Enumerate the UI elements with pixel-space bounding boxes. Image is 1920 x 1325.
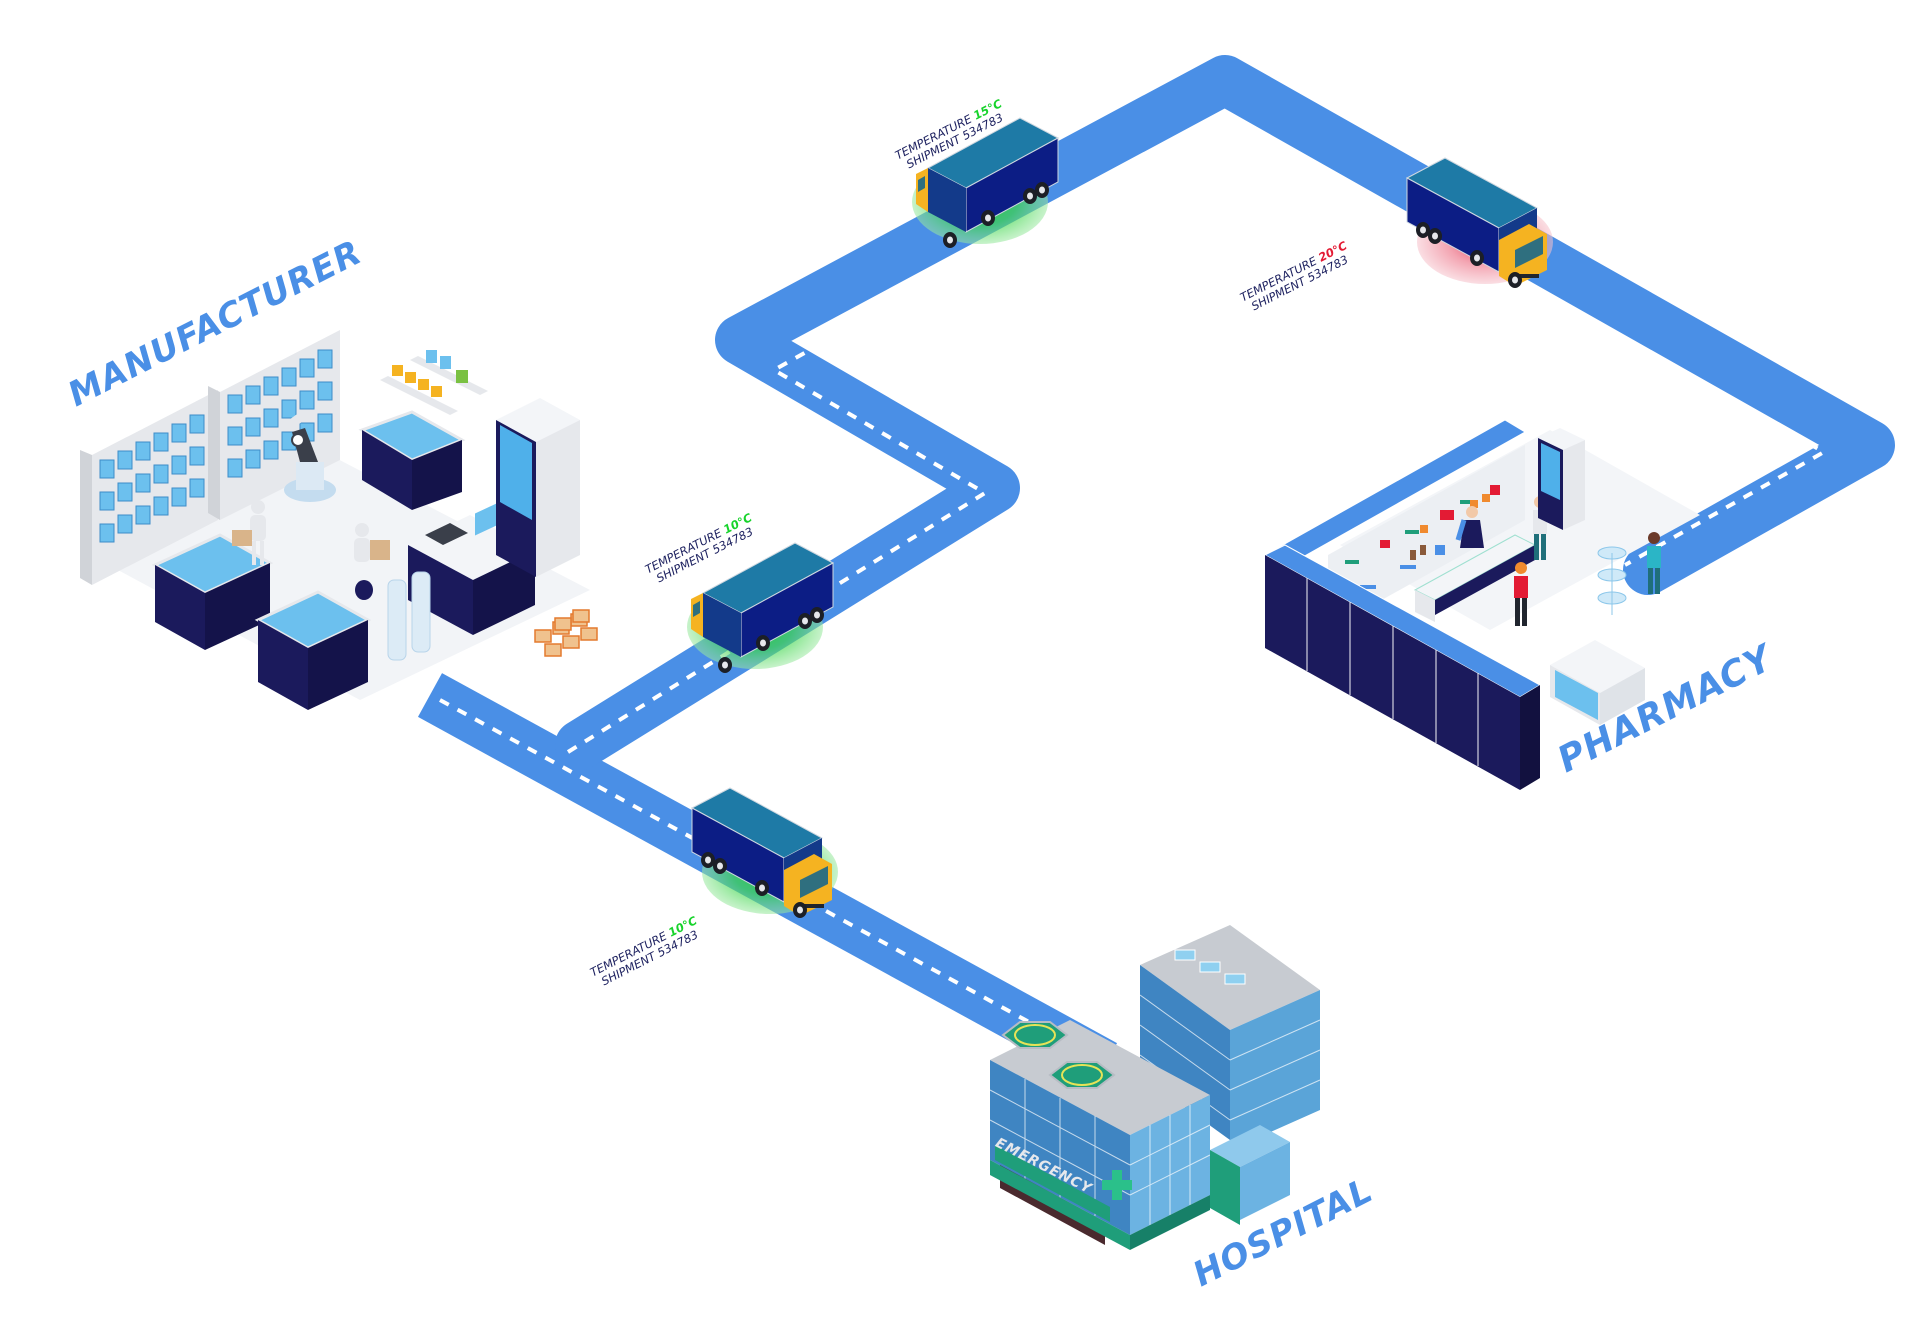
display-counter — [151, 533, 274, 650]
medical-cross-icon — [1102, 1170, 1132, 1200]
robot-arm-icon — [284, 412, 336, 502]
display-counter — [358, 410, 466, 510]
display-stand — [1597, 546, 1627, 615]
delivery-truck-1[interactable] — [687, 542, 835, 673]
checkout-counter — [408, 499, 535, 635]
storage-shelf — [80, 390, 218, 585]
delivery-truck-2[interactable] — [912, 117, 1060, 248]
manufacturer-facility[interactable] — [80, 330, 598, 710]
delivery-truck-3[interactable] — [1405, 157, 1553, 288]
road-marking-branch — [566, 116, 1826, 754]
pharmacist-person — [1455, 506, 1484, 548]
hospital-entrance — [1210, 1125, 1290, 1225]
road-network — [417, 55, 1895, 1087]
medicine-shelves — [1328, 445, 1525, 630]
display-counter — [254, 590, 372, 710]
pharmacy-store[interactable] — [1263, 419, 1700, 790]
truck-icon — [690, 787, 832, 918]
robot-worker-icon — [232, 500, 266, 565]
wall-seams — [1306, 578, 1479, 766]
truck-icon — [691, 542, 835, 673]
delivery-truck-4[interactable] — [690, 787, 838, 918]
customer-person — [1514, 562, 1528, 626]
robot-worker-icon — [354, 523, 390, 600]
refrigerated-cabinet — [1550, 640, 1645, 725]
helipad-icon — [1001, 1021, 1069, 1049]
security-gate — [387, 571, 431, 661]
helipad-icon — [1048, 1061, 1116, 1089]
pallet-boxes — [534, 609, 598, 657]
truck-icon — [916, 117, 1060, 248]
medicine-fridge — [496, 398, 580, 577]
hospital-building[interactable] — [989, 925, 1321, 1250]
truck-layer — [687, 117, 1553, 918]
customer-person — [1647, 532, 1661, 594]
truck-icon — [1405, 157, 1547, 288]
parts-shelf — [380, 350, 488, 415]
medicine-fridge — [1538, 428, 1585, 530]
